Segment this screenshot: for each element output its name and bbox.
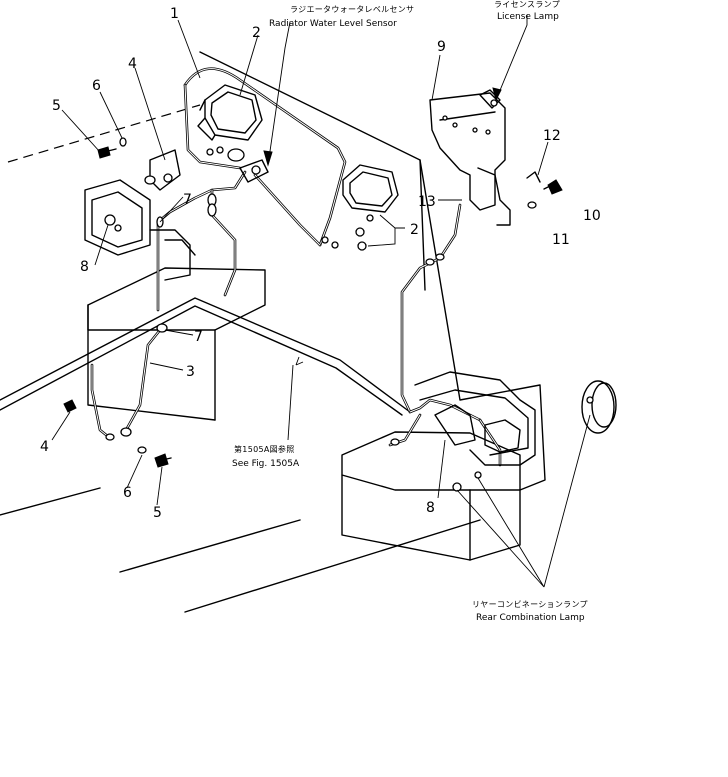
callout-12: 12: [543, 128, 561, 144]
callout-6-top: 6: [92, 78, 101, 94]
callout-4-top: 4: [128, 56, 137, 72]
callout-numbers: 1 2 4 6 5 8 7 7 3 4 6 5 2 9 12 13 10 11 …: [40, 6, 601, 521]
callout-1: 1: [170, 6, 179, 22]
wire-bundles: [90, 67, 502, 467]
callout-7-top: 7: [183, 192, 192, 208]
callout-2-top: 2: [252, 25, 261, 41]
right-work-lamp: [321, 164, 399, 251]
rear-combination-label-jp: リヤーコンビネーションランプ: [472, 600, 588, 609]
water-level-sensor: [239, 159, 269, 183]
radiator-sensor-label: Radiator Water Level Sensor: [269, 19, 397, 29]
callout-8-left: 8: [80, 259, 89, 275]
callout-7-mid: 7: [194, 329, 203, 345]
callout-10: 10: [583, 208, 601, 224]
main-harness: [0, 297, 411, 441]
chassis-outline: [0, 51, 546, 613]
fasteners: [63, 137, 563, 492]
callout-5-bottom: 5: [153, 505, 162, 521]
component-labels: ラジエータウォータレベルセンサ Radiator Water Level Sen…: [232, 0, 588, 623]
see-fig-label-jp: 第1505A図参照: [234, 444, 295, 454]
callout-2-right: 2: [410, 222, 419, 238]
callout-13: 13: [418, 194, 436, 210]
callout-4-bottom: 4: [40, 439, 49, 455]
see-fig-label: See Fig. 1505A: [232, 459, 300, 469]
callout-6-bottom: 6: [123, 485, 132, 501]
callout-11: 11: [552, 232, 570, 248]
radiator-sensor-label-jp: ラジエータウォータレベルセンサ: [290, 5, 414, 14]
callout-8-right: 8: [426, 500, 435, 516]
callout-5-top: 5: [52, 98, 61, 114]
rear-combination-lamp: [414, 371, 536, 466]
left-work-lamp: [197, 84, 263, 162]
license-lamp-label-jp: ライセンスランプ: [494, 0, 560, 9]
left-battery-box: [87, 267, 266, 421]
callout-9: 9: [437, 39, 446, 55]
license-lamp-label: License Lamp: [497, 12, 559, 22]
rear-combination-label: Rear Combination Lamp: [476, 613, 585, 623]
license-lamp-bracket: [429, 89, 511, 226]
round-rear-lamp: [581, 380, 617, 434]
connectors: [105, 173, 445, 446]
leader-lines: [51, 15, 591, 588]
callout-3: 3: [186, 364, 195, 380]
right-battery-box: [341, 431, 521, 561]
left-front-lamp: [84, 149, 196, 281]
